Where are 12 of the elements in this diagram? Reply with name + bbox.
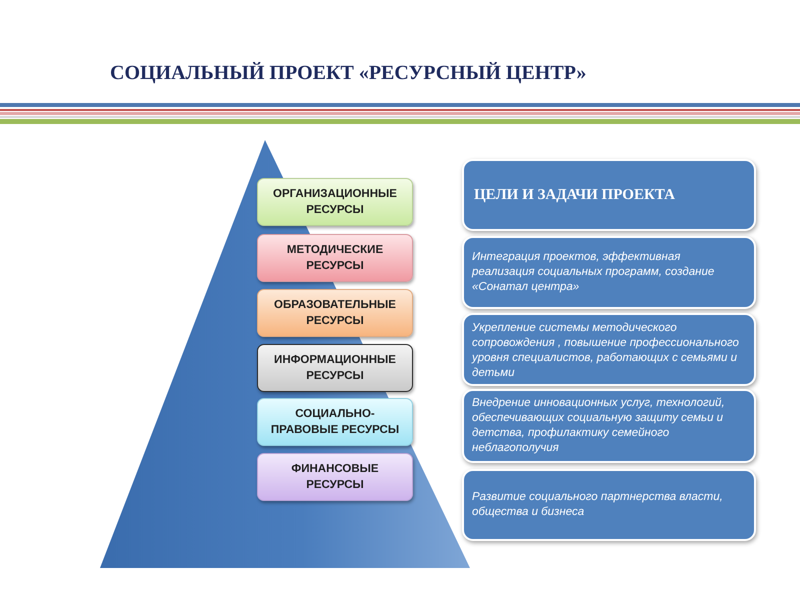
goal-box: Внедрение инновационных услуг, технологий, обеспечивающих социальную защиту семьи и детства, профилактику семейного неблагополучия bbox=[462, 389, 756, 463]
goal-box: Укрепление системы методического сопровождения , повышение профессионального уровня специалистов, работающих с семьями и детьми bbox=[462, 313, 756, 386]
resource-box: ОРГАНИЗАЦИОННЫЕ РЕСУРСЫ bbox=[257, 178, 413, 226]
goal-box: Развитие социального партнерства власти, общества и бизнеса bbox=[462, 469, 756, 541]
resource-box: ФИНАНСОВЫЕ РЕСУРСЫ bbox=[257, 453, 413, 501]
resource-box: ИНФОРМАЦИОННЫЕ РЕСУРСЫ bbox=[257, 344, 413, 392]
resource-box: СОЦИАЛЬНО-ПРАВОВЫЕ РЕСУРСЫ bbox=[257, 398, 413, 446]
slide-title: СОЦИАЛЬНЫЙ ПРОЕКТ «РЕСУРСНЫЙ ЦЕНТР» bbox=[110, 62, 586, 85]
goal-box: Интеграция проектов, эффективная реализация социальных программ, создание «Сонатал центра» bbox=[462, 236, 756, 309]
goals-heading-box: ЦЕЛИ И ЗАДАЧИ ПРОЕКТА bbox=[462, 159, 756, 231]
resource-box: МЕТОДИЧЕСКИЕ РЕСУРСЫ bbox=[257, 234, 413, 282]
resource-box: ОБРАЗОВАТЕЛЬНЫЕ РЕСУРСЫ bbox=[257, 289, 413, 337]
